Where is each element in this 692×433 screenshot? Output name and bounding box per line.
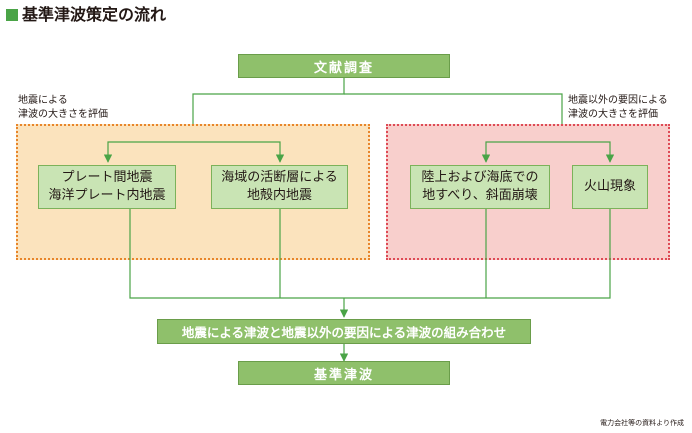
non-earthquake-group-label: 地震以外の要因による 津波の大きさを評価 — [568, 95, 668, 120]
connector-top-split-right — [344, 93, 563, 124]
connector-top-split — [192, 78, 345, 124]
connector-right-split-right — [562, 141, 615, 163]
landslide-box: 陸上および海底での 地すべり、斜面崩壊 — [410, 165, 550, 209]
connector-right-split — [481, 141, 562, 163]
combination-box: 地震による津波と地震以外の要因による津波の組み合わせ — [157, 319, 531, 344]
volcanic-phenomena-box: 火山現象 — [572, 165, 648, 209]
title-marker — [6, 9, 18, 21]
connector-left-split — [103, 141, 193, 163]
source-note: 電力会社等の資料より作成 — [600, 419, 684, 427]
literature-survey-box: 文献調査 — [238, 54, 450, 78]
reference-tsunami-box: 基準津波 — [238, 361, 450, 385]
earthquake-group-label: 地震による 津波の大きさを評価 — [18, 95, 108, 120]
offshore-active-fault-box: 海域の活断層による 地殻内地震 — [211, 165, 348, 209]
connector-left-split-right — [193, 141, 285, 163]
plate-boundary-earthquake-box: プレート間地震 海洋プレート内地震 — [38, 165, 176, 209]
connector-merge — [129, 208, 611, 299]
page-title: 基準津波策定の流れ — [22, 5, 167, 24]
